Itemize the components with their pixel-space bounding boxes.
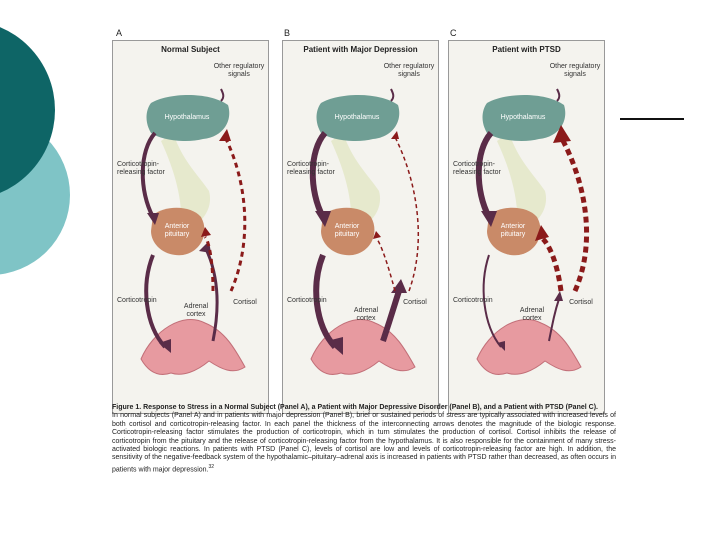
panel-major-depression: Patient with Major Depression Other regu…	[282, 40, 439, 414]
cortisol-arrow	[380, 290, 402, 342]
panel-b-diagram	[309, 88, 420, 375]
feedback-arrow-hypothalamus	[223, 136, 247, 292]
cortisol-arrowhead	[554, 291, 563, 301]
label-cortisol: Cortisol	[569, 299, 593, 306]
corticotropin-arrowhead	[497, 341, 505, 351]
label-adrenal-cortex: Adrenal cortex	[353, 307, 379, 322]
figure-caption: Figure 1. Response to Stress in a Normal…	[112, 404, 616, 475]
label-crf: Corticotropin-releasing factor	[117, 161, 165, 176]
label-other-signals: Other regulatory signals	[383, 63, 435, 78]
corticotropin-arrowhead	[327, 337, 343, 355]
label-hypothalamus: Hypothalamus	[164, 114, 210, 121]
anterior-pituitary-shape	[487, 207, 541, 256]
signals-arrow	[390, 88, 395, 102]
crf-arrowhead	[147, 213, 159, 225]
caption-reference: 32	[208, 463, 215, 470]
label-crf: Corticotropin-releasing factor	[453, 161, 501, 176]
cortisol-arrow	[548, 298, 560, 342]
hypothalamus-shape	[482, 95, 566, 141]
adrenal-cortex-shape	[310, 318, 416, 375]
horizontal-rule	[620, 118, 684, 120]
feedback-arrowhead-hypothalamus	[391, 131, 399, 139]
panel-normal-subject: Normal Subject Other regulatory signals …	[112, 40, 269, 414]
panel-title: Patient with PTSD	[492, 45, 561, 54]
panel-a-diagram	[140, 88, 247, 375]
anterior-pituitary-shape	[151, 207, 205, 256]
panel-letter-a: A	[116, 28, 123, 38]
panel-title: Patient with Major Depression	[303, 45, 418, 54]
crf-arrow	[309, 131, 328, 219]
panel-ptsd: Patient with PTSD Other regulatory signa…	[448, 40, 605, 414]
label-corticotropin: Corticotropin	[453, 297, 493, 304]
feedback-arrow-pituitary	[541, 237, 564, 292]
feedback-arrowhead-pituitary	[535, 225, 549, 241]
caption-title: Figure 1. Response to Stress in a Normal…	[112, 404, 598, 411]
crf-arrowhead	[481, 211, 497, 227]
pituitary-stalk	[497, 133, 547, 227]
label-cortisol: Cortisol	[403, 299, 427, 306]
label-hypothalamus: Hypothalamus	[334, 114, 380, 121]
pituitary-stalk	[161, 133, 211, 227]
anterior-pituitary-shape	[321, 207, 375, 256]
corticotropin-arrowhead	[159, 339, 171, 353]
label-anterior-pituitary: Anterior pituitary	[334, 223, 360, 238]
crf-arrow	[475, 131, 494, 219]
corticotropin-arrow	[313, 253, 338, 350]
label-corticotropin: Corticotropin	[287, 297, 327, 304]
caption-body: In normal subjects (Panel A) and in pati…	[112, 412, 616, 474]
label-other-signals: Other regulatory signals	[213, 63, 265, 78]
label-adrenal-cortex: Adrenal cortex	[183, 303, 209, 318]
adrenal-cortex-shape	[140, 318, 246, 375]
label-hypothalamus: Hypothalamus	[500, 114, 546, 121]
pituitary-stalk	[331, 133, 381, 227]
panel-title: Normal Subject	[161, 45, 220, 54]
feedback-arrow-hypothalamus	[558, 135, 590, 293]
label-other-signals: Other regulatory signals	[549, 63, 601, 78]
adrenal-cortex-shape	[476, 318, 582, 375]
feedback-arrowhead-hypothalamus	[553, 125, 571, 143]
cortisol-arrowhead	[391, 279, 407, 293]
label-adrenal-cortex: Adrenal cortex	[519, 307, 545, 322]
feedback-arrow-pituitary	[376, 238, 396, 292]
feedback-arrowhead-pituitary	[373, 231, 381, 239]
signals-arrow	[220, 88, 225, 102]
label-corticotropin: Corticotropin	[117, 297, 157, 304]
figure: A Normal Subject Other regulatory signal…	[112, 28, 616, 503]
hypothalamus-shape	[316, 95, 400, 141]
corticotropin-arrow	[482, 254, 502, 348]
crf-arrowhead	[315, 211, 331, 227]
corticotropin-arrow	[144, 254, 167, 349]
crf-arrow	[140, 131, 157, 218]
caption-body-paragraph: In normal subjects (Panel A) and in pati…	[112, 412, 616, 474]
cortisol-arrow	[203, 246, 219, 342]
signals-arrow	[556, 88, 561, 102]
decorative-circles	[0, 27, 70, 275]
panel-c-diagram	[475, 88, 590, 375]
feedback-arrowhead-pituitary	[201, 227, 211, 237]
label-cortisol: Cortisol	[233, 299, 257, 306]
feedback-arrow-pituitary	[203, 235, 215, 292]
panel-letter-c: C	[450, 28, 457, 38]
label-anterior-pituitary: Anterior pituitary	[500, 223, 526, 238]
feedback-arrow-hypothalamus	[394, 136, 420, 292]
label-anterior-pituitary: Anterior pituitary	[164, 223, 190, 238]
decorative-circle-dark	[0, 27, 55, 193]
hypothalamus-shape	[146, 95, 230, 141]
feedback-arrowhead-hypothalamus	[219, 129, 231, 141]
label-crf: Corticotropin-releasing factor	[287, 161, 335, 176]
panel-letter-b: B	[284, 28, 291, 38]
